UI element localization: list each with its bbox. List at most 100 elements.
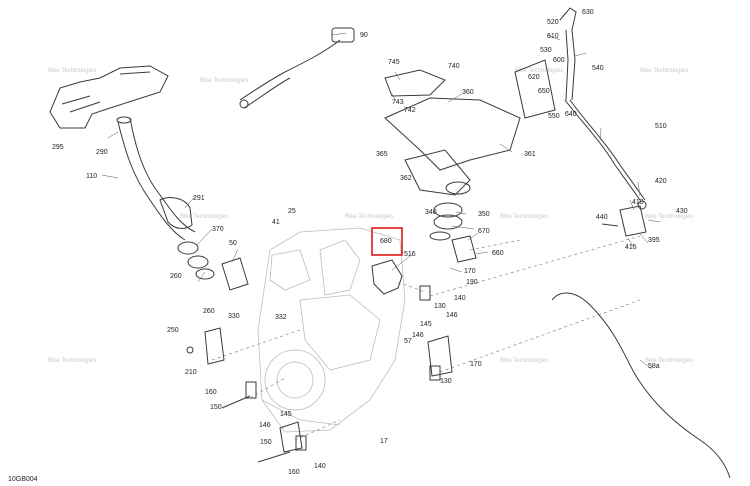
clamp	[187, 255, 209, 269]
engine-mount-left	[204, 327, 225, 365]
cover-740	[384, 69, 446, 97]
gasket-350	[429, 231, 451, 241]
callout: 210	[185, 369, 197, 376]
callout: 332	[275, 314, 287, 321]
engine-mount-lower	[279, 421, 303, 453]
callout: 350	[478, 211, 490, 218]
bolt-160	[257, 451, 291, 463]
bolt	[186, 346, 194, 354]
callout: 170	[464, 268, 476, 275]
callout: 130	[434, 303, 446, 310]
callout: 160	[288, 469, 300, 476]
bracket-680	[371, 259, 403, 295]
cable-connector	[331, 27, 355, 43]
bolt-150	[221, 395, 251, 409]
callout: 146	[259, 422, 271, 429]
callout: 600	[553, 57, 565, 64]
callout: 291	[193, 195, 205, 202]
heat-shield	[49, 65, 169, 129]
resonator	[159, 197, 193, 229]
callout: 160	[205, 389, 217, 396]
callout: 740	[448, 63, 460, 70]
callout: 430	[676, 208, 688, 215]
shift-lever-assembly	[514, 7, 647, 210]
callout: 145	[280, 411, 292, 418]
callout: 743	[392, 99, 404, 106]
callout: 146	[412, 332, 424, 339]
assembly-lines	[211, 235, 641, 441]
callout: 510	[655, 123, 667, 130]
clamp	[177, 241, 199, 255]
document-id: 10GB004	[8, 476, 38, 483]
callout: 415	[625, 244, 637, 251]
mount-140	[295, 435, 307, 451]
throttle-cable-90	[239, 39, 341, 109]
watermark: Bike Technologies	[645, 358, 693, 364]
callout-labels: 630 520 610 530 90 540 745 740 600 620 6…	[52, 9, 688, 476]
engine-mount-right	[427, 335, 453, 377]
callout: 41	[272, 219, 280, 226]
callout: 745	[388, 59, 400, 66]
watermark: Bike Technologies	[48, 68, 96, 74]
watermarks: Bike Technologies Bike Technologies Bike…	[48, 68, 693, 364]
callout: 742	[404, 107, 416, 114]
filter-340	[433, 202, 463, 218]
callout: 146	[446, 312, 458, 319]
callout: 150	[260, 439, 272, 446]
callout: 110	[86, 173, 97, 180]
cable-end	[239, 99, 249, 109]
mount-130	[419, 285, 431, 301]
callout: 550	[548, 113, 560, 120]
callout: 190	[466, 279, 478, 286]
callout: 620	[528, 74, 540, 81]
bracket-50	[221, 257, 249, 291]
callout: 530	[540, 47, 552, 54]
callout: 90	[360, 32, 368, 39]
watermark: Bike Technologies	[645, 214, 693, 220]
callout: 260	[170, 273, 182, 280]
mount-130	[429, 365, 441, 381]
callout: 170	[470, 361, 482, 368]
callout: 670	[478, 228, 490, 235]
callout: 50	[229, 240, 237, 247]
heat-shield-ribs	[61, 71, 151, 113]
callout: 290	[96, 149, 108, 156]
mount-bracket-410	[619, 205, 647, 237]
callout: 340	[425, 209, 437, 216]
callout: 58a	[648, 363, 660, 370]
bracket-660	[451, 235, 477, 263]
callout: 610	[547, 33, 559, 40]
callout: 365	[376, 151, 388, 158]
watermark: Bike Technologies	[200, 78, 248, 84]
callout: 650	[538, 88, 550, 95]
callout: 250	[167, 327, 179, 334]
callout: 295	[52, 144, 64, 151]
callout: 140	[454, 295, 466, 302]
leader-lines	[101, 32, 661, 370]
callout: 516	[404, 251, 416, 258]
callout: 362	[400, 175, 412, 182]
watermark: Bike Technologies	[345, 214, 393, 220]
exhaust-pipe-inlet	[116, 116, 132, 124]
callout: 410	[632, 199, 644, 206]
callout: 520	[547, 19, 559, 26]
callout: 330	[228, 313, 240, 320]
callout: 395	[648, 237, 660, 244]
mount-130	[245, 381, 257, 399]
filter-340-base	[433, 214, 463, 230]
bolt-440	[601, 223, 619, 227]
callout: 25	[288, 208, 296, 215]
callout: 17	[380, 438, 388, 445]
watermark: Bike Technologies	[48, 358, 96, 364]
callout: 540	[592, 65, 604, 72]
callout: 140	[314, 463, 326, 470]
callout-highlighted: 680	[380, 238, 392, 245]
air-duct-lower	[404, 149, 471, 196]
callout: 630	[582, 9, 594, 16]
callout: 640	[565, 111, 577, 118]
engine-block	[257, 227, 406, 433]
watermark: Bike Technologies	[180, 214, 228, 220]
callout: 660	[492, 250, 504, 257]
